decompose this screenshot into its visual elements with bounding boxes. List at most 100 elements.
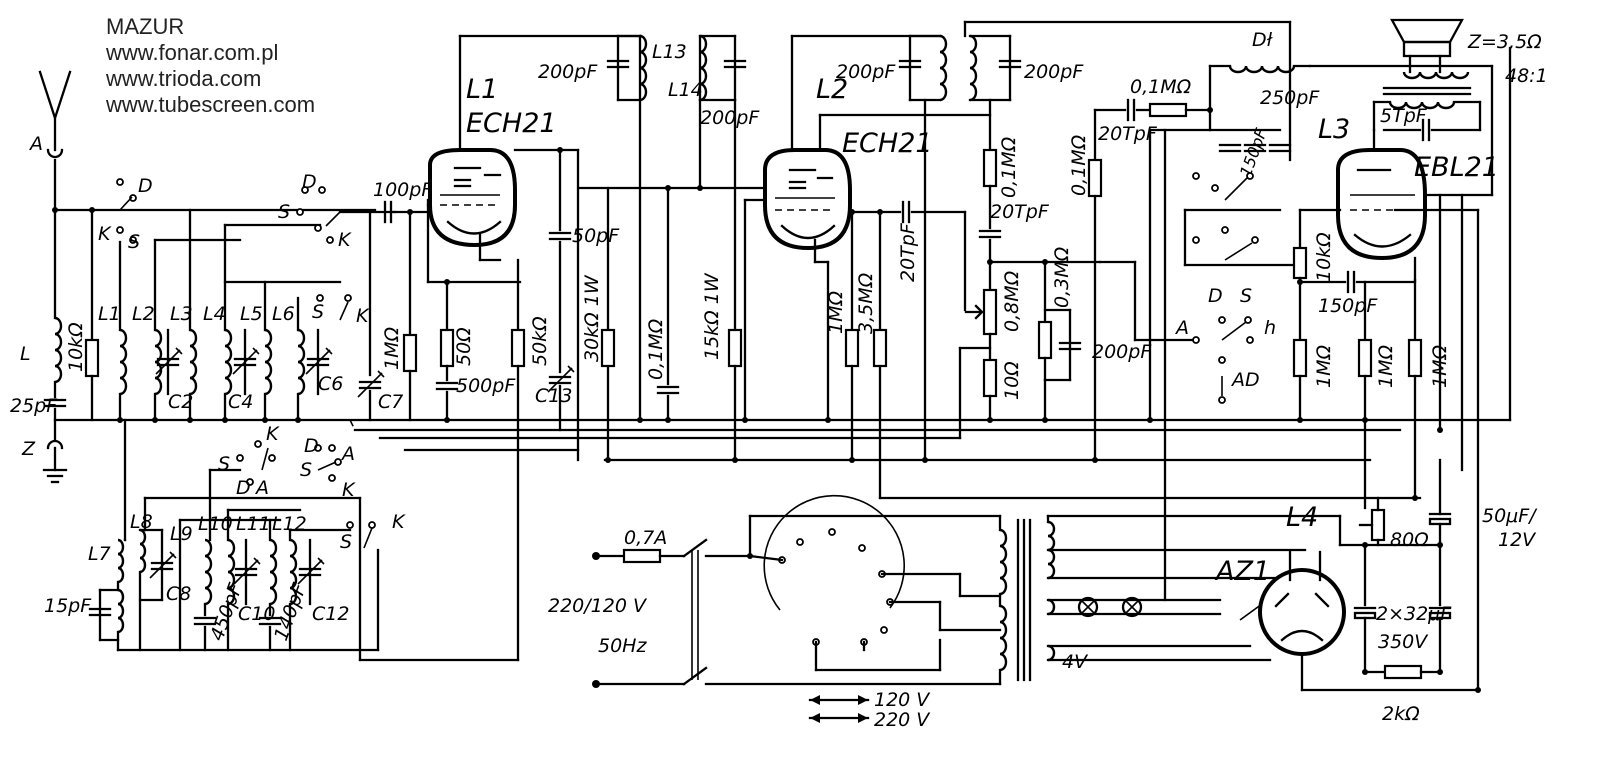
resistor-15k-label: 15kΩ 1W <box>701 272 723 360</box>
mains-frequency-label: 50Hz <box>598 635 647 657</box>
resistor-1m-b-icon <box>844 328 860 368</box>
antenna-symbol <box>38 70 72 320</box>
cap-50uf-label: 50μF/ <box>1482 505 1538 527</box>
cap-200pf-det-label: 200pF <box>1092 341 1152 363</box>
resistor-1m-e-icon <box>1407 338 1423 378</box>
band-switch-2[interactable] <box>296 186 352 321</box>
input-coil-bank <box>118 208 342 422</box>
tube-l1-icon <box>428 34 642 262</box>
cap-250pf-label: 250pF <box>1260 87 1320 109</box>
lower-switch2-d-label: D <box>304 435 319 457</box>
coil-l11-label: L11 <box>236 513 271 535</box>
cap-25pf-label: 25pF <box>10 395 58 417</box>
mains-voltage-label: 220/120 V <box>548 595 648 617</box>
lower-switch3-s-label: S <box>340 531 352 553</box>
website-link-tubescreen[interactable]: www.tubescreen.com <box>106 92 316 117</box>
switch2-k-label: K <box>338 229 352 251</box>
coil-l9-label: L9 <box>170 523 193 545</box>
resistor-2k-label: 2kΩ <box>1382 703 1420 725</box>
coil-l10-label: L10 <box>198 513 233 535</box>
resistor-50ohm-label: 50Ω <box>453 327 475 366</box>
switch3-k-label: K <box>356 305 370 327</box>
resistor-10k-b-icon <box>1292 246 1308 280</box>
band-switch-1[interactable] <box>116 178 137 244</box>
cap-20tpf-coupling-icon <box>901 200 911 224</box>
mains-input[interactable] <box>592 538 1002 688</box>
selector-220v-label: 220 V <box>874 709 931 731</box>
resistor-50k-icon <box>510 328 526 368</box>
trimmer-c12-label: C12 <box>312 603 349 625</box>
ground-terminal-icon <box>46 439 64 450</box>
resistor-1m-c-label: 1MΩ <box>1313 345 1335 388</box>
cap-20tpf-det-label: 20TpF <box>990 201 1050 223</box>
cap-2x32uf-label: 2×32μF <box>1376 603 1452 625</box>
band-switch-lower[interactable] <box>236 440 376 549</box>
resistor-10k-b-label: 10kΩ <box>1313 232 1335 282</box>
lower-switch3-k-label: K <box>392 511 406 533</box>
resistor-50k-label: 50kΩ <box>529 316 551 366</box>
detector-chain <box>958 108 1198 462</box>
resistor-15k-icon <box>727 328 743 368</box>
resistor-1m-grid-label: 1MΩ <box>381 327 403 370</box>
lower-switch2-a-label: A <box>340 443 355 465</box>
website-link-trioda[interactable]: www.trioda.com <box>106 66 262 91</box>
resistor-1m-b-label: 1MΩ <box>825 291 847 334</box>
heater-4v-label: 4V <box>1062 651 1089 673</box>
trimmer-c10-label: C10 <box>238 603 275 625</box>
selector-s-label: S <box>1240 285 1252 307</box>
tube-l4-type-label: AZ1 <box>1214 556 1270 587</box>
tube-l2-type-label: ECH21 <box>842 128 933 159</box>
resistor-01m-d-label: 0,1MΩ <box>1130 76 1192 98</box>
hv-bus <box>353 428 1422 500</box>
voltage-selector-dial[interactable] <box>748 494 1002 686</box>
resistor-01m-c-label: 0,1MΩ <box>1068 134 1090 196</box>
lower-switch-k-label: K <box>266 423 280 445</box>
cap-15pf-label: 15pF <box>44 595 92 617</box>
wave-selector-switch[interactable] <box>1192 316 1254 404</box>
power-transformer-icon <box>998 128 1342 682</box>
coil-l6-label: L6 <box>272 303 295 325</box>
resistor-35m-icon <box>872 328 888 368</box>
trimmer-c7-label: C7 <box>378 391 403 413</box>
if-transformer-2-icon <box>898 20 1292 462</box>
resistor-30k-label: 30kΩ 1W <box>581 274 603 362</box>
trimmer-c8-label: C8 <box>166 583 191 605</box>
speaker-icon[interactable] <box>1390 18 1464 58</box>
tone-switch[interactable] <box>1183 172 1302 267</box>
tube-l1-type-label: ECH21 <box>466 108 557 139</box>
resistor-10k-label: 10kΩ <box>65 322 87 372</box>
coil-l7-label: L7 <box>88 543 111 565</box>
website-link-fonar[interactable]: www.fonar.com.pl <box>106 40 279 65</box>
lower-switch-s-label: S <box>218 453 230 475</box>
lower-switch2-k-label: K <box>342 479 356 501</box>
trimmer-c6-label: C6 <box>318 373 343 395</box>
coil-l14-label: L14 <box>668 79 703 101</box>
resistor-01m-b-label: 0,1MΩ <box>998 136 1020 198</box>
fuse-label: 0,7A <box>624 527 667 549</box>
coil-l1-label: L1 <box>98 303 121 325</box>
cap-20tpf-l3-label: 20TpF <box>1098 123 1158 145</box>
tube-l2-id-label: L2 <box>816 74 848 105</box>
cap-500pf-label: 500pF <box>456 375 516 397</box>
selector-d-label: D <box>1208 285 1223 307</box>
cap-100pf-label: 100pF <box>373 179 433 201</box>
cap-140pf-label: 140pF <box>270 579 311 643</box>
tube-l1-id-label: L1 <box>466 74 498 105</box>
coil-l-label: L <box>20 343 31 365</box>
cap-50pf-icon <box>548 231 572 241</box>
ground-terminal-label: Z <box>21 438 36 460</box>
resistor-01m-a-label: 0,1MΩ <box>645 318 667 380</box>
switch1-s-label: S <box>128 231 140 253</box>
cap-200pf-if1b-label: 200pF <box>700 107 760 129</box>
coil-l12-label: L12 <box>272 513 307 535</box>
resistor-1m-d-icon <box>1357 338 1373 378</box>
oscillator-coil-bank <box>88 418 520 662</box>
cap-50uf-voltage-label: 12V <box>1498 529 1537 551</box>
cap-350v-label: 350V <box>1378 631 1429 653</box>
cap-200pf-if2b-label: 200pF <box>1024 61 1084 83</box>
tube-l4-id-label: L4 <box>1286 502 1318 533</box>
cap-200pf-if2a-label: 200pF <box>836 61 896 83</box>
switch2-s-label: S <box>278 201 290 223</box>
resistor-35m-label: 3,5MΩ <box>855 272 877 334</box>
